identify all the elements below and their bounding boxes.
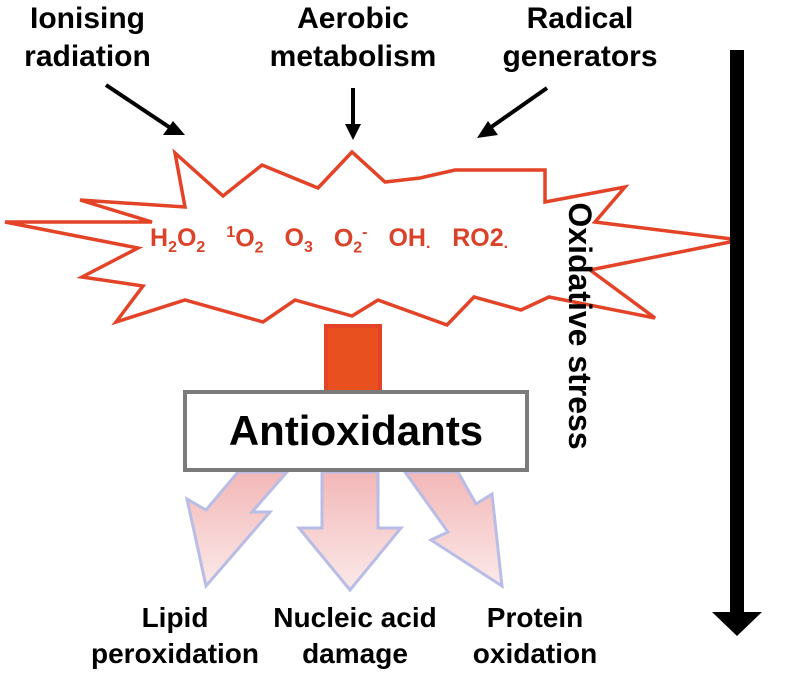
label-line: metabolism bbox=[269, 40, 437, 73]
arrow-to-lipid bbox=[184, 470, 291, 590]
label-line: Nucleic acid bbox=[273, 602, 437, 633]
arrow-radical bbox=[485, 86, 549, 132]
label-line: oxidation bbox=[472, 638, 598, 669]
species-peroxyl: RO2· bbox=[452, 224, 509, 257]
arrow-ionising-head bbox=[163, 121, 185, 135]
antioxidants-label: Antioxidants bbox=[228, 407, 484, 454]
species-h2o2: H2O2 bbox=[150, 224, 206, 257]
species-ozone: O3 bbox=[284, 224, 313, 257]
label-line: Ionising bbox=[30, 2, 145, 35]
label-line: Protein bbox=[486, 602, 584, 633]
damage-arrows bbox=[184, 470, 504, 593]
label-ionising-radiation: Ionising radiation bbox=[0, 0, 175, 76]
label-protein-oxidation: Protein oxidation bbox=[460, 600, 610, 672]
label-line: radiation bbox=[24, 40, 151, 73]
arrow-aerobic-head bbox=[345, 124, 361, 140]
label-aerobic-metabolism: Aerobic metabolism bbox=[263, 0, 443, 76]
label-line: generators bbox=[502, 40, 658, 73]
label-nucleic-acid-damage: Nucleic acid damage bbox=[255, 600, 455, 672]
label-line: peroxidation bbox=[90, 638, 259, 669]
label-lipid-peroxidation: Lipid peroxidation bbox=[85, 600, 265, 672]
label-line: Aerobic bbox=[297, 2, 409, 35]
arrow-radical-head bbox=[477, 121, 498, 138]
oxidative-stress-arrow bbox=[712, 50, 762, 636]
ros-species-list: H2O2 1O2 O3 O2- OH· RO2· bbox=[150, 224, 570, 257]
species-singlet-oxygen: 1O2 bbox=[226, 224, 264, 257]
label-line: Lipid bbox=[141, 602, 209, 633]
antioxidants-box: Antioxidants bbox=[183, 390, 529, 472]
ros-burst bbox=[4, 148, 741, 328]
arrow-to-protein bbox=[402, 470, 504, 589]
arrow-ionising bbox=[104, 83, 177, 133]
species-superoxide: O2- bbox=[333, 224, 368, 257]
input-arrows bbox=[104, 83, 549, 140]
arrow-to-nucleic bbox=[295, 470, 405, 593]
label-line: damage bbox=[302, 638, 408, 669]
burst-to-antioxidant-connector bbox=[324, 324, 382, 394]
label-radical-generators: Radical generators bbox=[490, 0, 670, 76]
label-line: Radical bbox=[526, 2, 634, 35]
species-hydroxyl: OH· bbox=[388, 224, 432, 257]
oxidative-stress-label: Oxidative stress bbox=[562, 202, 598, 450]
